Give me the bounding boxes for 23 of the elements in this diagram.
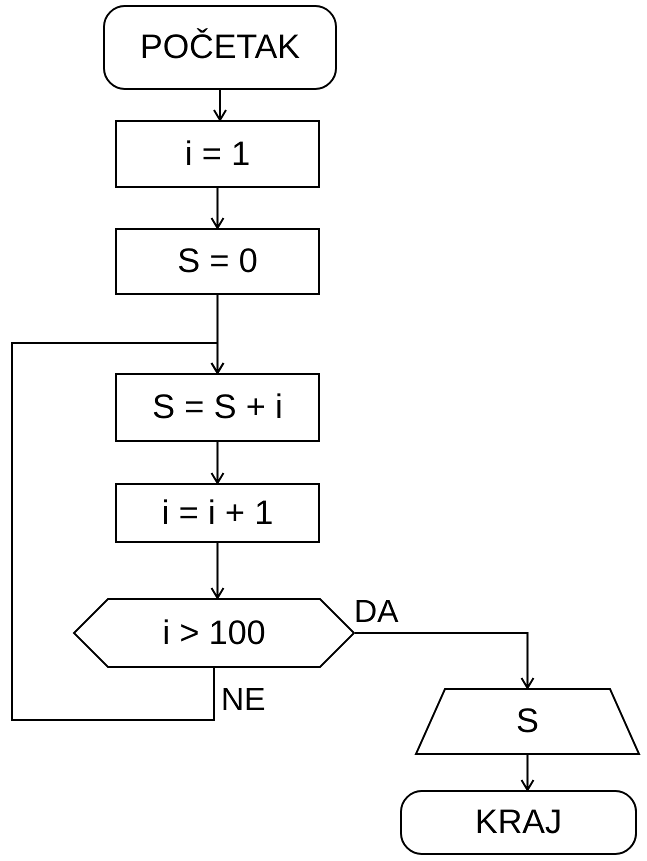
node-text: i = i + 1 xyxy=(162,494,274,532)
terminator-box xyxy=(103,5,337,90)
node-text: i > 100 xyxy=(162,614,266,652)
process-box xyxy=(115,373,320,442)
node-text: S = S + i xyxy=(152,388,283,427)
node-text: KRAJ xyxy=(475,803,562,842)
arrow xyxy=(210,188,224,229)
process-box xyxy=(115,483,320,543)
terminator-box xyxy=(400,790,637,855)
node-text: S = 0 xyxy=(177,242,258,281)
arrow xyxy=(210,543,224,599)
decision-hexagon xyxy=(73,598,355,668)
process-box xyxy=(115,120,320,188)
node-text: POČETAK xyxy=(140,28,300,67)
node-text: S xyxy=(516,702,539,741)
output-trapezoid xyxy=(415,688,640,755)
arrow xyxy=(213,90,227,121)
arrow xyxy=(11,342,224,721)
node-text: i = 1 xyxy=(184,134,250,174)
arrow xyxy=(520,755,534,791)
arrow xyxy=(210,442,224,484)
arrow xyxy=(355,632,534,689)
process-box xyxy=(115,228,320,295)
